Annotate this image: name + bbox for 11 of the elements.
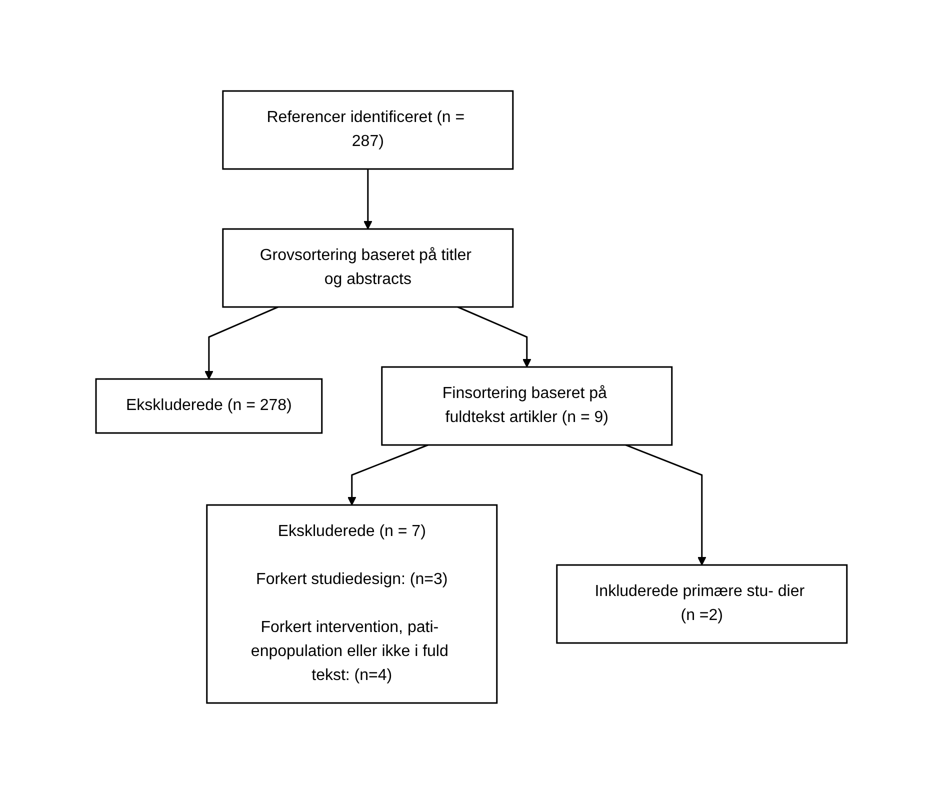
arrow — [363, 168, 372, 229]
node-box: Finsortering baseret på fuldtekst artikler (n = 9) — [380, 366, 672, 446]
node-box: Referencer identificeret (n = 287) — [222, 90, 514, 170]
node-box: Ekskluderede (n = 7) Forkert studiedesign: (n=3) Forkert intervention, pati- enpopulation eller ikke i fuld tekst: (n=4) — [206, 504, 498, 704]
arrow — [457, 306, 531, 367]
arrow — [625, 444, 706, 565]
node-box: Ekskluderede (n = 278) — [94, 378, 322, 434]
node-box: Inkluderede primære stu- dier (n =2) — [556, 564, 848, 644]
arrow — [347, 444, 428, 505]
node-box: Grovsortering baseret på titler og abstracts — [222, 228, 514, 308]
arrow — [204, 306, 278, 379]
